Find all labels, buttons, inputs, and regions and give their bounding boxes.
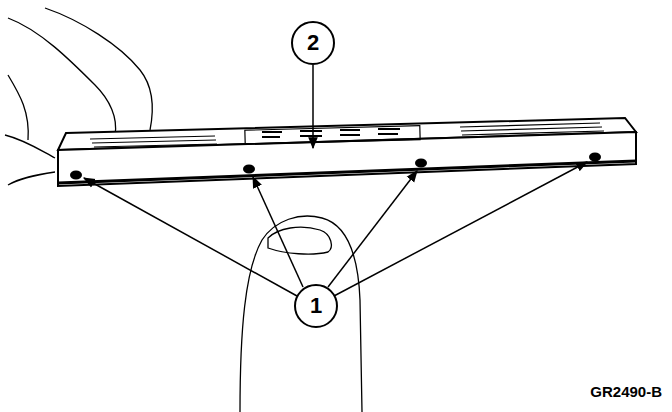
callout-circle: 1: [293, 283, 339, 329]
callout-number: 2: [307, 30, 319, 56]
callout-circle: 2: [290, 20, 336, 66]
figure-code: GR2490-B: [590, 383, 662, 400]
callout-number: 1: [310, 293, 322, 319]
